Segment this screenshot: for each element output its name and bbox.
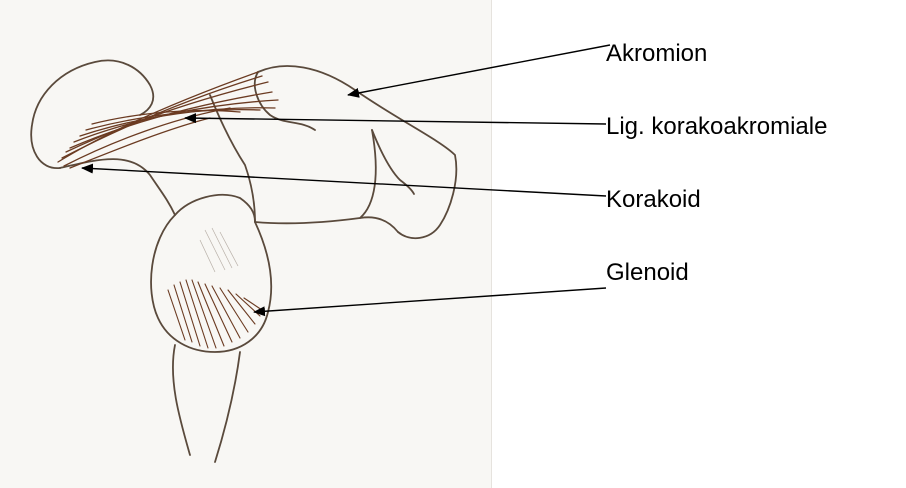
label-akromion: Akromion: [606, 40, 707, 68]
label-glenoid: Glenoid: [606, 259, 689, 287]
arrow-akromion: [348, 45, 610, 95]
coracoacromial-ligament-fibers: [58, 72, 278, 168]
arrow-glenoid: [254, 288, 606, 312]
glenoid-faint-shading: [200, 228, 238, 272]
label-coracoacromial-ligament: Lig. korakoakromiale: [606, 113, 827, 141]
glenoid-surface-hatching: [168, 280, 262, 348]
arrow-ligament: [185, 118, 606, 124]
label-korakoid: Korakoid: [606, 186, 701, 214]
